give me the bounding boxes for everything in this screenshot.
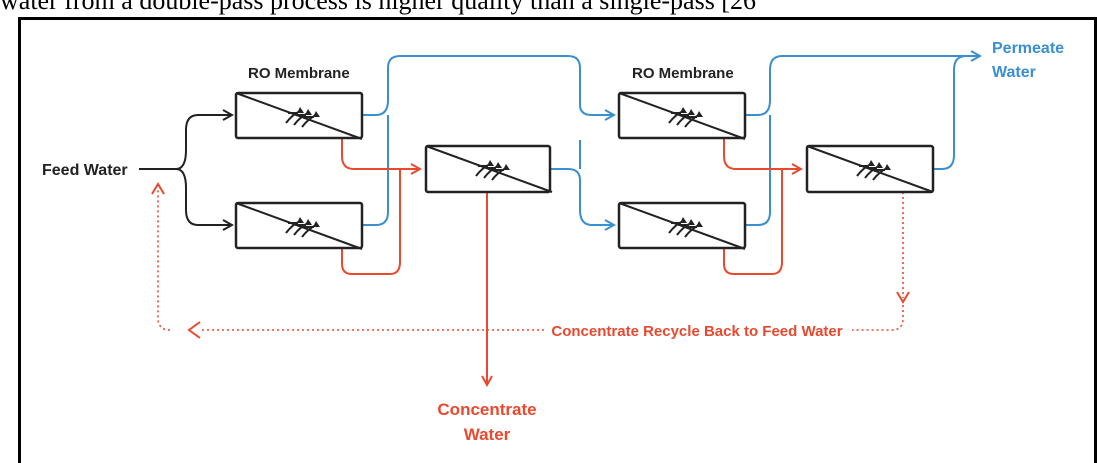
- concentrate-water-label-line2: Water: [464, 425, 511, 444]
- diagram-frame: [18, 17, 1097, 463]
- recycle-label: Concentrate Recycle Back to Feed Water: [551, 323, 842, 340]
- membrane-stage2-middle: [805, 144, 935, 194]
- recycle-loop: [157, 190, 904, 331]
- feed-water-label: Feed Water: [42, 162, 128, 179]
- ro-membrane-label-2: RO Membrane: [632, 65, 734, 82]
- ro-membrane-label-1: RO Membrane: [248, 65, 350, 82]
- header-text: water from a double-pass process is high…: [0, 0, 756, 15]
- membrane-stage1-middle: [424, 144, 553, 194]
- feed-lines: [139, 115, 232, 225]
- concentrate-water-label-line1: Concentrate: [437, 400, 536, 419]
- membrane-stage1-top: [234, 91, 364, 140]
- permeate-lines: [362, 56, 980, 225]
- membrane-stage1-bottom: [234, 201, 364, 250]
- concentrate-lines: [341, 136, 801, 385]
- recycle-arrowheads: [151, 182, 910, 339]
- membrane-stage2-bottom: [617, 201, 747, 250]
- membrane-stage2-top: [617, 91, 747, 140]
- permeate-water-label-line1: Permeate: [992, 40, 1064, 57]
- permeate-water-label-line2: Water: [992, 64, 1036, 81]
